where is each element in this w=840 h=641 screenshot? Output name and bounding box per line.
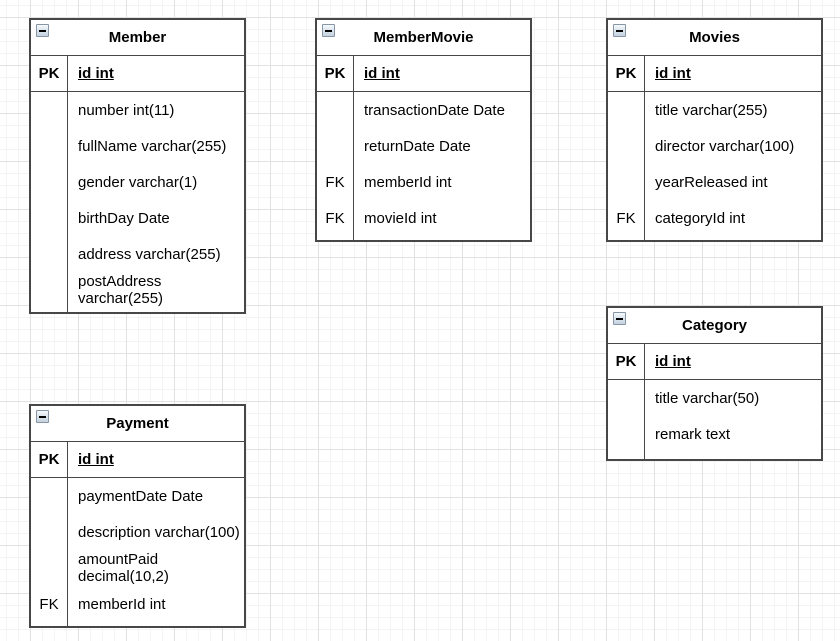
- attribute-text: returnDate Date: [364, 137, 471, 155]
- table-body: transactionDate Date returnDate Date FK …: [317, 92, 530, 240]
- attribute-text: fullName varchar(255): [78, 137, 227, 155]
- er-table-movies[interactable]: Movies PK id int title varchar(255) dire…: [606, 18, 823, 242]
- pk-key-label: PK: [615, 353, 637, 370]
- row-filler: [31, 308, 244, 312]
- attribute-row[interactable]: birthDay Date: [31, 200, 244, 236]
- collapse-minus-icon[interactable]: [36, 24, 49, 37]
- attribute-row[interactable]: title varchar(50): [608, 380, 821, 416]
- table-body: title varchar(255) director varchar(100)…: [608, 92, 821, 240]
- pk-field-text: id int: [655, 65, 691, 82]
- attribute-row[interactable]: FK memberId int: [317, 164, 530, 200]
- attribute-row[interactable]: paymentDate Date: [31, 478, 244, 514]
- er-table-category[interactable]: Category PK id int title varchar(50) rem…: [606, 306, 823, 461]
- attribute-text: description varchar(100): [78, 523, 240, 541]
- minus-glyph: [39, 415, 46, 418]
- attribute-text: memberId int: [364, 173, 452, 191]
- attribute-row[interactable]: number int(11): [31, 92, 244, 128]
- primary-key-row[interactable]: PK id int: [31, 442, 244, 478]
- row-filler: [608, 236, 821, 240]
- table-body: paymentDate Date description varchar(100…: [31, 478, 244, 626]
- collapse-minus-icon[interactable]: [613, 24, 626, 37]
- pk-key-label: PK: [38, 451, 60, 468]
- attribute-text: categoryId int: [655, 209, 746, 227]
- collapse-minus-icon[interactable]: [322, 24, 335, 37]
- attribute-row[interactable]: fullName varchar(255): [31, 128, 244, 164]
- table-body: title varchar(50) remark text: [608, 380, 821, 459]
- pk-key-label: PK: [38, 65, 60, 82]
- pk-field-text: id int: [655, 353, 691, 370]
- primary-key-row[interactable]: PK id int: [608, 344, 821, 380]
- attribute-row[interactable]: gender varchar(1): [31, 164, 244, 200]
- primary-key-row[interactable]: PK id int: [317, 56, 530, 92]
- attribute-row[interactable]: address varchar(255): [31, 236, 244, 272]
- attribute-text: movieId int: [364, 209, 437, 227]
- attribute-text: address varchar(255): [78, 245, 221, 263]
- pk-field-text: id int: [78, 65, 114, 82]
- table-title: Movies: [689, 29, 740, 46]
- collapse-minus-icon[interactable]: [36, 410, 49, 423]
- attribute-row[interactable]: director varchar(100): [608, 128, 821, 164]
- attribute-row[interactable]: FK movieId int: [317, 200, 530, 236]
- attribute-row[interactable]: amountPaid decimal(10,2): [31, 550, 244, 586]
- primary-key-row[interactable]: PK id int: [608, 56, 821, 92]
- attribute-row[interactable]: FK memberId int: [31, 586, 244, 622]
- minus-glyph: [39, 29, 46, 32]
- pk-key-label: PK: [615, 65, 637, 82]
- attribute-text: paymentDate Date: [78, 487, 204, 505]
- minus-glyph: [325, 29, 332, 32]
- table-title: Member: [108, 29, 167, 46]
- attribute-text: title varchar(255): [655, 101, 768, 119]
- table-body: number int(11) fullName varchar(255) gen…: [31, 92, 244, 312]
- attribute-text: birthDay Date: [78, 209, 170, 227]
- attribute-row[interactable]: yearReleased int: [608, 164, 821, 200]
- table-title: MemberMovie: [373, 29, 474, 46]
- pk-field-text: id int: [78, 451, 114, 468]
- row-key-label: FK: [325, 209, 345, 227]
- attribute-text: transactionDate Date: [364, 101, 505, 119]
- attribute-text: remark text: [655, 425, 731, 443]
- row-filler: [317, 236, 530, 240]
- attribute-text: yearReleased int: [655, 173, 768, 191]
- row-key-label: FK: [325, 173, 345, 191]
- attribute-text: title varchar(50): [655, 389, 760, 407]
- collapse-minus-icon[interactable]: [613, 312, 626, 325]
- pk-field-text: id int: [364, 65, 400, 82]
- attribute-row[interactable]: title varchar(255): [608, 92, 821, 128]
- er-table-member[interactable]: Member PK id int number int(11) fullName…: [29, 18, 246, 314]
- row-key-label: FK: [616, 209, 636, 227]
- table-title-bar[interactable]: Payment: [31, 406, 244, 442]
- attribute-text: gender varchar(1): [78, 173, 198, 191]
- row-filler: [608, 452, 821, 459]
- er-table-payment[interactable]: Payment PK id int paymentDate Date descr…: [29, 404, 246, 628]
- attribute-row[interactable]: FK categoryId int: [608, 200, 821, 236]
- attribute-text: number int(11): [78, 101, 175, 119]
- table-title: Payment: [106, 415, 169, 432]
- table-title-bar[interactable]: Member: [31, 20, 244, 56]
- minus-glyph: [616, 317, 623, 320]
- attribute-text: director varchar(100): [655, 137, 795, 155]
- pk-key-label: PK: [324, 65, 346, 82]
- primary-key-row[interactable]: PK id int: [31, 56, 244, 92]
- attribute-row[interactable]: transactionDate Date: [317, 92, 530, 128]
- minus-glyph: [616, 29, 623, 32]
- table-title: Category: [681, 317, 748, 334]
- table-title-bar[interactable]: Movies: [608, 20, 821, 56]
- attribute-row[interactable]: description varchar(100): [31, 514, 244, 550]
- attribute-row[interactable]: postAddress varchar(255): [31, 272, 244, 308]
- row-filler: [31, 622, 244, 626]
- attribute-row[interactable]: remark text: [608, 416, 821, 452]
- er-table-membermovie[interactable]: MemberMovie PK id int transactionDate Da…: [315, 18, 532, 242]
- table-title-bar[interactable]: Category: [608, 308, 821, 344]
- attribute-text: postAddress varchar(255): [78, 273, 164, 307]
- attribute-row[interactable]: returnDate Date: [317, 128, 530, 164]
- row-key-label: FK: [39, 595, 59, 613]
- attribute-text: memberId int: [78, 595, 166, 613]
- attribute-text: amountPaid decimal(10,2): [78, 551, 169, 585]
- table-title-bar[interactable]: MemberMovie: [317, 20, 530, 56]
